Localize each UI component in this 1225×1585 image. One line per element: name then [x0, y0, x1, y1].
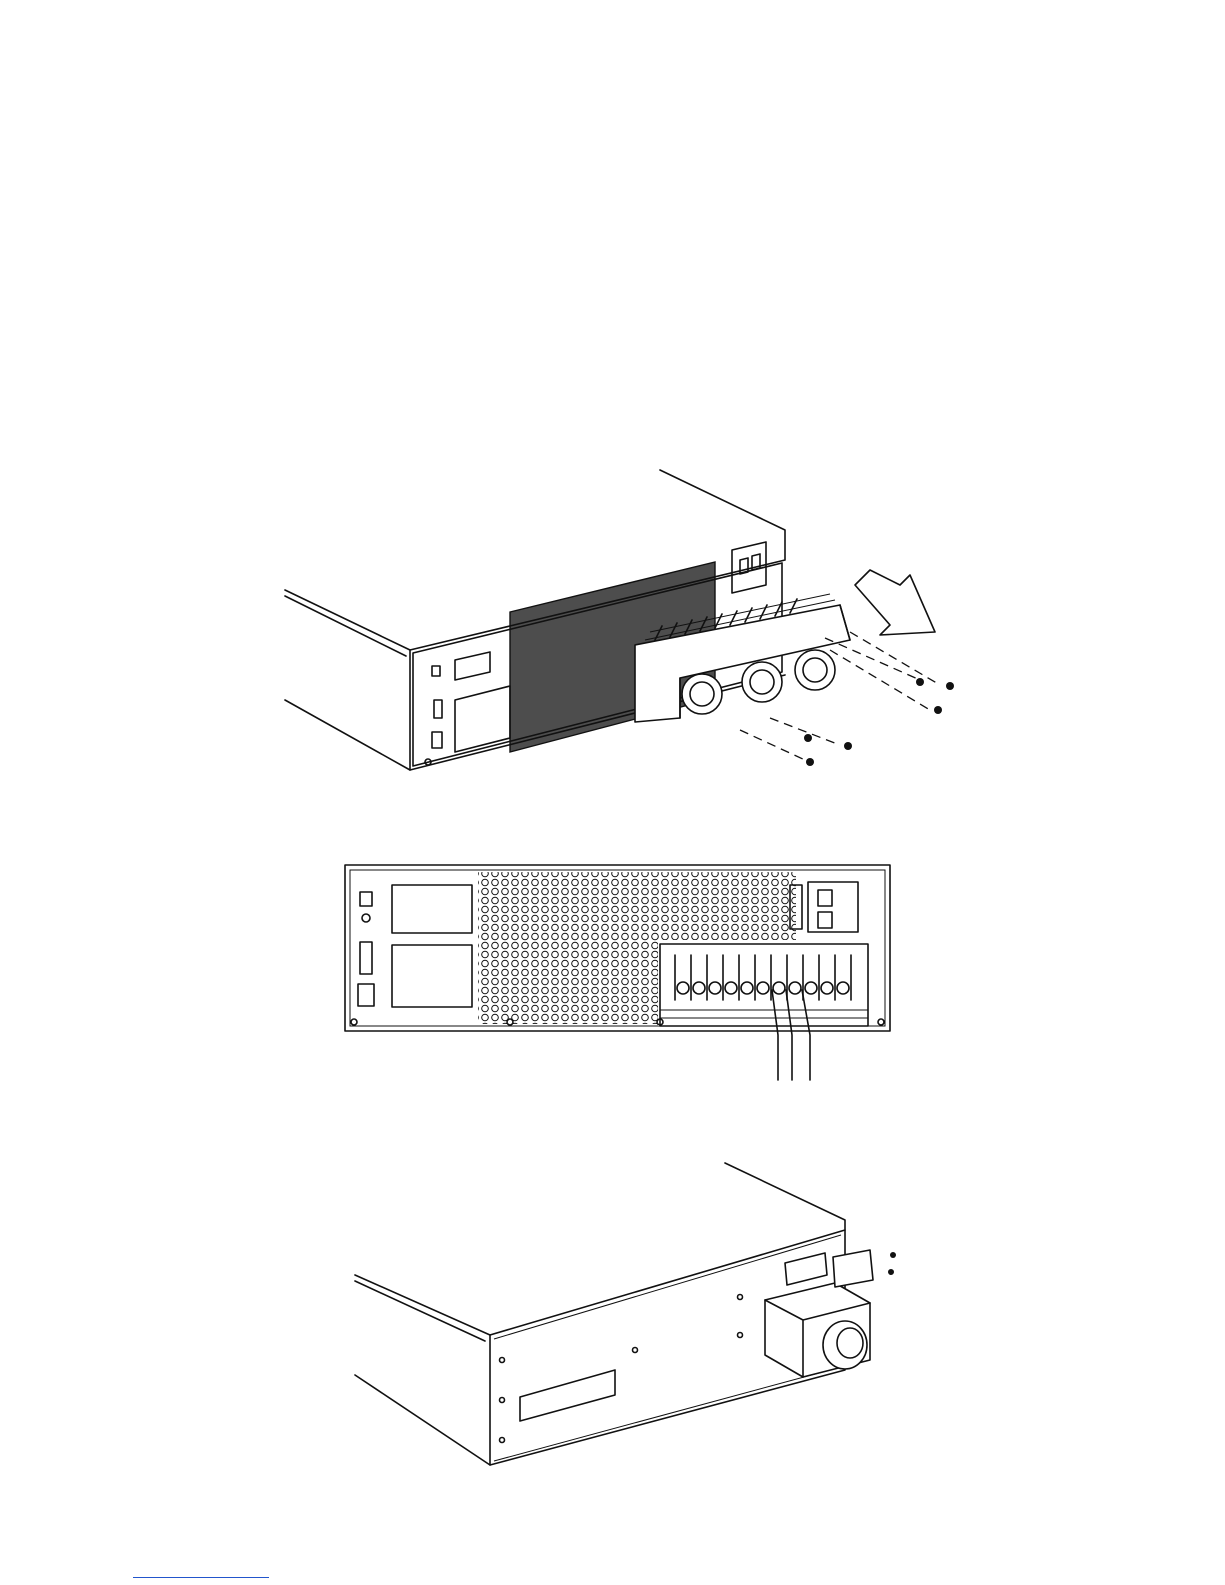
comm-slot-cover	[455, 652, 490, 680]
footer-rule	[133, 1577, 269, 1578]
removal-arrow	[855, 570, 935, 635]
small-cover-plate	[833, 1250, 873, 1287]
cable-box-installation-figure	[345, 1155, 905, 1475]
rear-panel-wiring-figure	[340, 860, 900, 1085]
screw-icon	[890, 1252, 896, 1258]
label-plate	[520, 1370, 615, 1421]
usb-port-icon	[360, 892, 372, 906]
usb-port-icon	[432, 666, 440, 676]
slot-plate	[455, 686, 510, 752]
serial-port-icon	[434, 700, 442, 718]
breaker-icon	[808, 882, 858, 932]
serial-port-icon	[360, 942, 372, 974]
terminal-cover-removal-figure	[270, 460, 970, 790]
comm-slot-cover	[392, 885, 472, 933]
slot-plate	[392, 945, 472, 1007]
cable-gland-icon	[823, 1321, 867, 1369]
screw-icon	[804, 678, 954, 766]
